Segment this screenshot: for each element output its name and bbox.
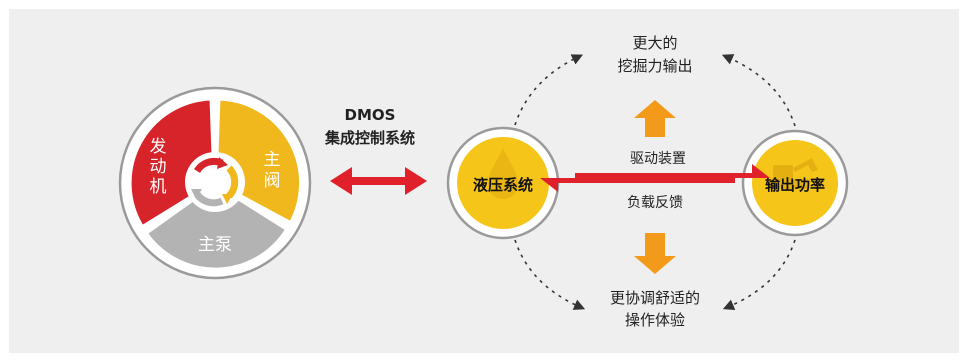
double-arrow xyxy=(330,167,427,195)
segment-main-pump xyxy=(141,179,292,273)
up-arrow xyxy=(634,100,676,137)
dmos-title: DMOS xyxy=(345,106,396,124)
hydraulic-label: 液压系统 xyxy=(473,176,533,194)
arc-bottom-left xyxy=(514,239,586,310)
drive-label: 驱动装置 xyxy=(630,151,686,167)
engine-label-3: 机 xyxy=(150,177,167,197)
valve-label-2: 阀 xyxy=(264,171,281,191)
down-arrow xyxy=(634,233,676,274)
feedback-arrow xyxy=(540,178,735,192)
center-arrows xyxy=(540,164,770,192)
dashed-arcs xyxy=(514,54,796,310)
output-label: 输出功率 xyxy=(765,176,825,194)
bottom-text-2: 操作体验 xyxy=(625,311,685,329)
arc-top-left xyxy=(514,54,584,126)
bottom-text-1: 更协调舒适的 xyxy=(610,289,700,307)
hydraulic-node: 液压系统 xyxy=(446,126,560,240)
engine-label-1: 发 xyxy=(150,137,167,157)
engine-label-2: 动 xyxy=(150,157,167,177)
oil-drop-icon xyxy=(488,148,518,199)
arc-top-right xyxy=(721,54,796,127)
excavator-icon xyxy=(770,158,818,189)
cycle-icon xyxy=(191,157,239,207)
output-node: 输出功率 xyxy=(741,129,849,237)
arc-bottom-right xyxy=(722,239,796,310)
feedback-label: 负载反馈 xyxy=(627,195,683,211)
engine-wheel: 发 动 机 主 阀 主泵 xyxy=(118,86,312,280)
pump-label: 主泵 xyxy=(198,235,232,255)
valve-label-1: 主 xyxy=(264,150,281,170)
top-text-2: 挖掘力输出 xyxy=(617,57,692,75)
drive-arrow xyxy=(575,164,770,178)
dmos-subtitle: 集成控制系统 xyxy=(324,129,415,147)
top-text-1: 更大的 xyxy=(632,34,677,52)
